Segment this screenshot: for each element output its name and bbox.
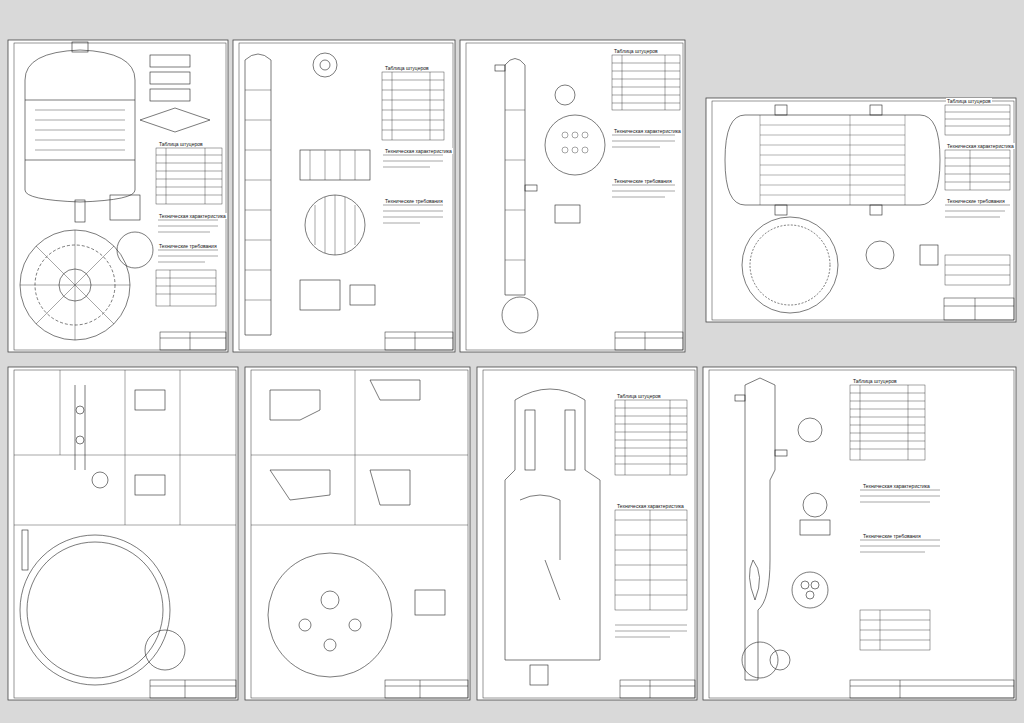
sheet-heading: Технические требования <box>384 198 444 204</box>
sheet-heading: Технические требования <box>158 243 218 249</box>
sheet-heading: Техническая характеристика <box>158 213 227 219</box>
sheet-heading: Техническая характеристика <box>946 143 1015 149</box>
sheet-heading: Таблица штуцеров <box>946 98 992 104</box>
sheet-heading: Таблица штуцеров <box>613 48 659 54</box>
sheet-heading: Технические требования <box>613 178 673 184</box>
sheet-heading: Техническая характеристика <box>616 503 685 509</box>
sheet-heading: Технические требования <box>862 533 922 539</box>
sheet-heading: Таблица штуцеров <box>384 65 430 71</box>
sheet-heading: Таблица штуцеров <box>158 141 204 147</box>
sheet-heading: Таблица штуцеров <box>616 393 662 399</box>
sheet-heading: Техническая характеристика <box>862 483 931 489</box>
sheet-heading: Техническая характеристика <box>384 148 453 154</box>
sheet-heading: Таблица штуцеров <box>852 378 898 384</box>
sheet-heading: Технические требования <box>946 198 1006 204</box>
sheet-heading: Техническая характеристика <box>613 128 682 134</box>
